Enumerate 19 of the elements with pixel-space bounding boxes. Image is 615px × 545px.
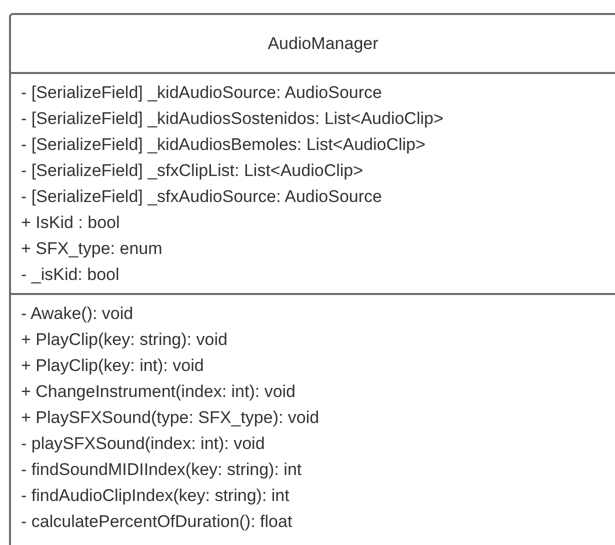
member-text: - findAudioClipIndex(key: string): int	[21, 485, 290, 507]
member-text: - [SerializeField] _kidAudiosSostenidos: List<AudioClip>	[21, 108, 444, 130]
member-text: - [SerializeField] _sfxAudioSource: AudioSource	[21, 186, 382, 208]
member-text: + PlayClip(key: string): void	[21, 329, 228, 351]
member-text: + PlayClip(key: int): void	[21, 355, 204, 377]
member-text: - _isKid: bool	[21, 264, 120, 286]
member-text: - Awake(): void	[21, 303, 134, 325]
member-text: + PlaySFXSound(type: SFX_type): void	[21, 407, 320, 429]
member-text: - findSoundMIDIIndex(key: string): int	[21, 459, 302, 481]
member-text: + IsKid : bool	[21, 212, 120, 234]
class-name: AudioManager	[268, 32, 378, 55]
member-text: - [SerializeField] _kidAudioSource: AudioSource	[21, 82, 382, 104]
member-text: + SFX_type: enum	[21, 238, 162, 260]
member-text: - [SerializeField] _kidAudiosBemoles: List<AudioClip>	[21, 134, 426, 156]
member-text: - calculatePercentOfDuration(): float	[21, 511, 292, 533]
class-box	[9, 13, 615, 545]
member-text: - playSFXSound(index: int): void	[21, 433, 265, 455]
member-text: + ChangeInstrument(index: int): void	[21, 381, 296, 403]
member-text: - [SerializeField] _sfxClipList: List<AudioClip>	[21, 160, 364, 182]
